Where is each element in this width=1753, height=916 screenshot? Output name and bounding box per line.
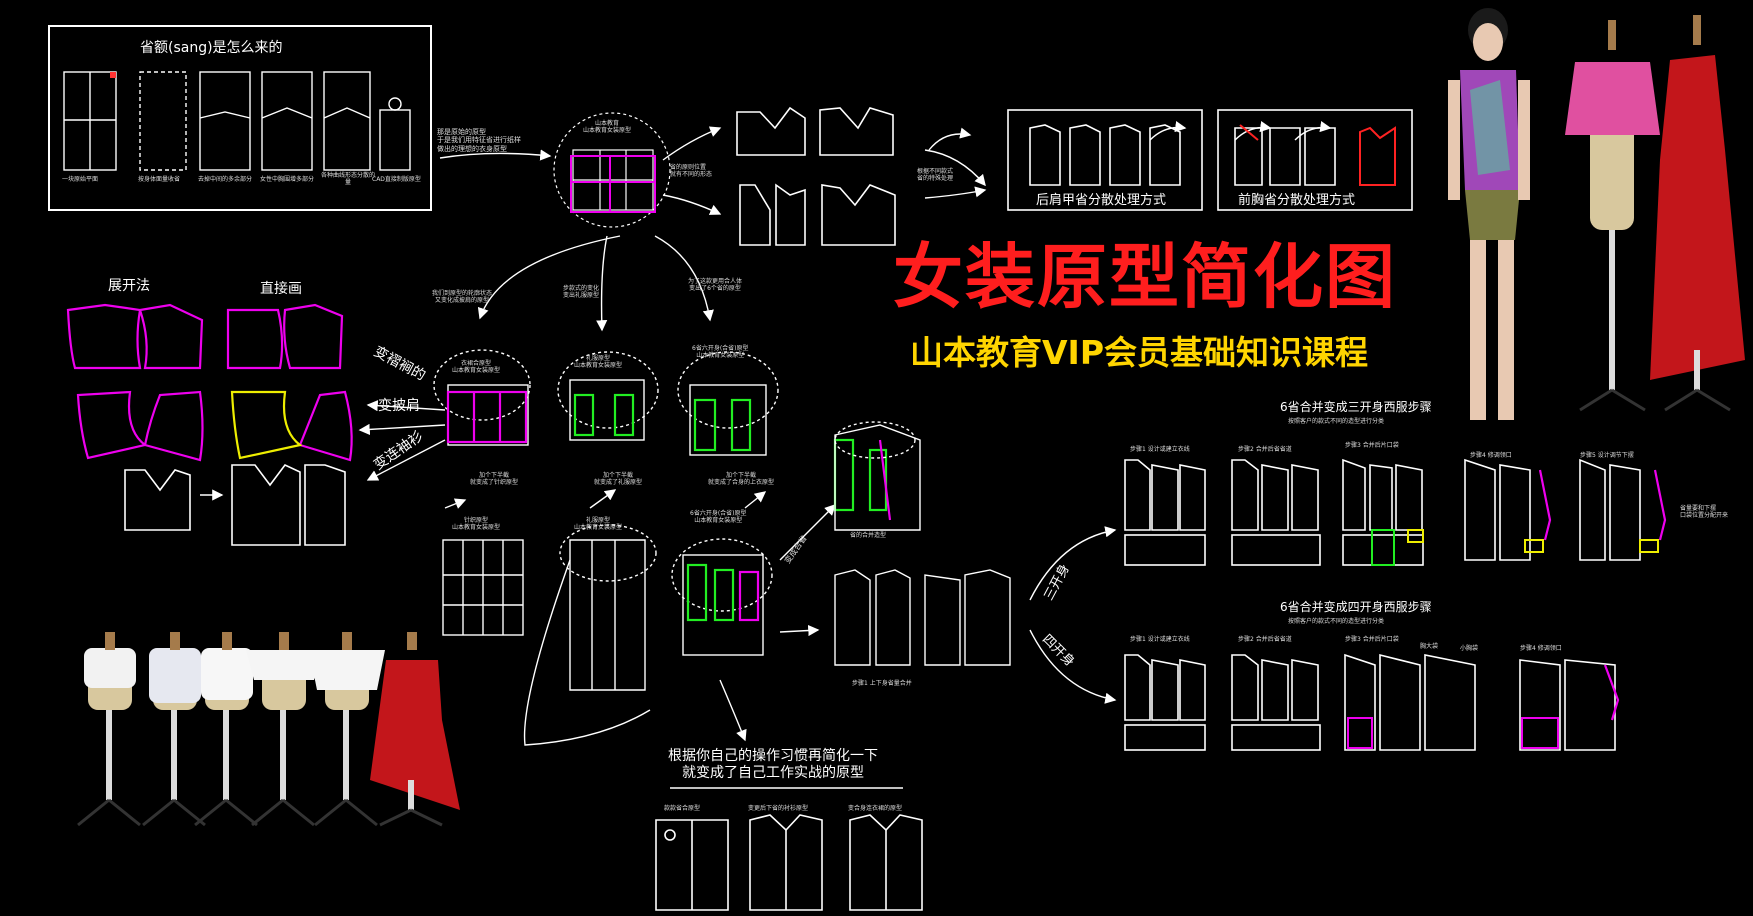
mannequin-row (77, 632, 460, 827)
lower-note-1: 加个下半截 就变成了针织原型 (470, 472, 519, 487)
three-steps-sub: 按照客户的款式不同的造型进行分类 (1288, 418, 1385, 425)
four-step-small-pocket: 小胸袋 (1460, 645, 1479, 652)
proto-label-3: 6省六开身(合省)原型 山本教育女装原型 (692, 345, 749, 360)
center-top-pattern (553, 112, 671, 228)
branch-note-2: 步款式的变化 变出礼服原型 (563, 285, 600, 300)
dart-origin-heading: 省额(sang)是怎么来的 (140, 40, 283, 56)
center-top-label: 山本教育 山本教育女装原型 (583, 120, 632, 135)
dart-step-2: 按身体面量收省 (138, 176, 181, 183)
four-step-1: 步骤1 设计或建立衣线 (1130, 636, 1190, 643)
four-steps-sub: 按照客户的款式不同的造型进行分类 (1288, 618, 1385, 625)
dart-transform-set (736, 106, 896, 246)
simplify-label-2: 变更后下省的衬衫原型 (748, 805, 809, 812)
lower-proto-2: 礼服原型 山本教育女装原型 (574, 517, 623, 532)
right-label: 省的合并造型 (850, 532, 887, 539)
note-dart-2: 省的原则位置 就有不同的形态 (670, 164, 713, 179)
branch-note-1: 我们到原型的轮廓状态 又变化成披肩的原型 (432, 290, 493, 305)
three-step-2: 步骤2 合并后省省道 (1238, 446, 1292, 453)
arrow-label-cape: 变披肩 (378, 398, 420, 414)
four-step-pocket: 胸大袋 (1420, 643, 1439, 650)
proto-label-2: 礼服原型 山本教育女装原型 (574, 355, 623, 370)
lower-note-3: 加个下半截 就变成了合身的上衣原型 (708, 472, 775, 487)
simplify-label-3: 变合身连衣裙的原型 (848, 805, 903, 812)
dart-origin-box (48, 25, 432, 211)
dart-origin-patterns (63, 71, 411, 171)
bottom-step-label: 步骤1 上下身省量合并 (852, 680, 912, 687)
three-step-4: 步骤4 修调领口 (1470, 452, 1512, 459)
lower-proto-3: 6省六开身(合省)原型 山本教育女装原型 (690, 510, 747, 525)
lower-proto-1: 针织原型 山本教育女装原型 (452, 517, 501, 532)
simplify-label-1: 款款省合原型 (664, 805, 701, 812)
dart-step-6: CAD直接制版原型 (372, 176, 421, 183)
four-step-3: 步骤3 合并后片口袋 (1345, 636, 1399, 643)
three-side-note: 省量要和下摆 口袋位置分配开来 (1680, 505, 1729, 520)
three-step-5: 步骤5 设计调节下摆 (1580, 452, 1634, 459)
dart-step-5: 各种曲线形态分散的量 (320, 172, 375, 187)
dart-step-1: 一块原始平面 (62, 176, 99, 183)
note-dart-3: 根据不同款式 省的特殊处理 (917, 168, 954, 183)
four-steps-title: 6省合并变成四开身西服步骤 (1280, 600, 1432, 614)
model-group (1448, 8, 1745, 420)
four-step-2: 步骤2 合并后省省道 (1238, 636, 1292, 643)
proto-label-1: 衣裙合原型 山本教育女装原型 (452, 360, 501, 375)
sub-title: 山本教育VIP会员基础知识课程 (910, 333, 1369, 372)
expand-method-label: 展开法 (108, 278, 150, 294)
direct-draw-label: 直接画 (260, 281, 302, 297)
three-step-3: 步骤3 合并后片口袋 (1345, 442, 1399, 449)
dart-step-4: 女性中胸围增多部分 (260, 176, 315, 183)
branch-note-3: 为了这款更用合人体 变出了6个省的原型 (688, 278, 743, 293)
note-dart-1: 那是原始的原型 于是我们用特征省进行纸样 做出的理想的衣身原型 (437, 128, 521, 153)
three-step-1: 步骤1 设计或建立衣线 (1130, 446, 1190, 453)
simplify-note: 根据你自己的操作习惯再简化一下 就变成了自己工作实战的原型 (668, 748, 878, 781)
lower-note-2: 加个下半截 就变成了礼服原型 (594, 472, 643, 487)
four-step-4: 步骤4 修调领口 (1520, 645, 1562, 652)
front-chest-caption: 前胸省分散处理方式 (1238, 193, 1356, 208)
main-title: 女装原型简化图 (893, 236, 1397, 318)
three-steps-title: 6省合并变成三开身西服步骤 (1280, 400, 1432, 414)
back-shoulder-caption: 后肩甲省分散处理方式 (1036, 193, 1167, 208)
dart-step-3: 去掉中间的多余部分 (198, 176, 253, 183)
